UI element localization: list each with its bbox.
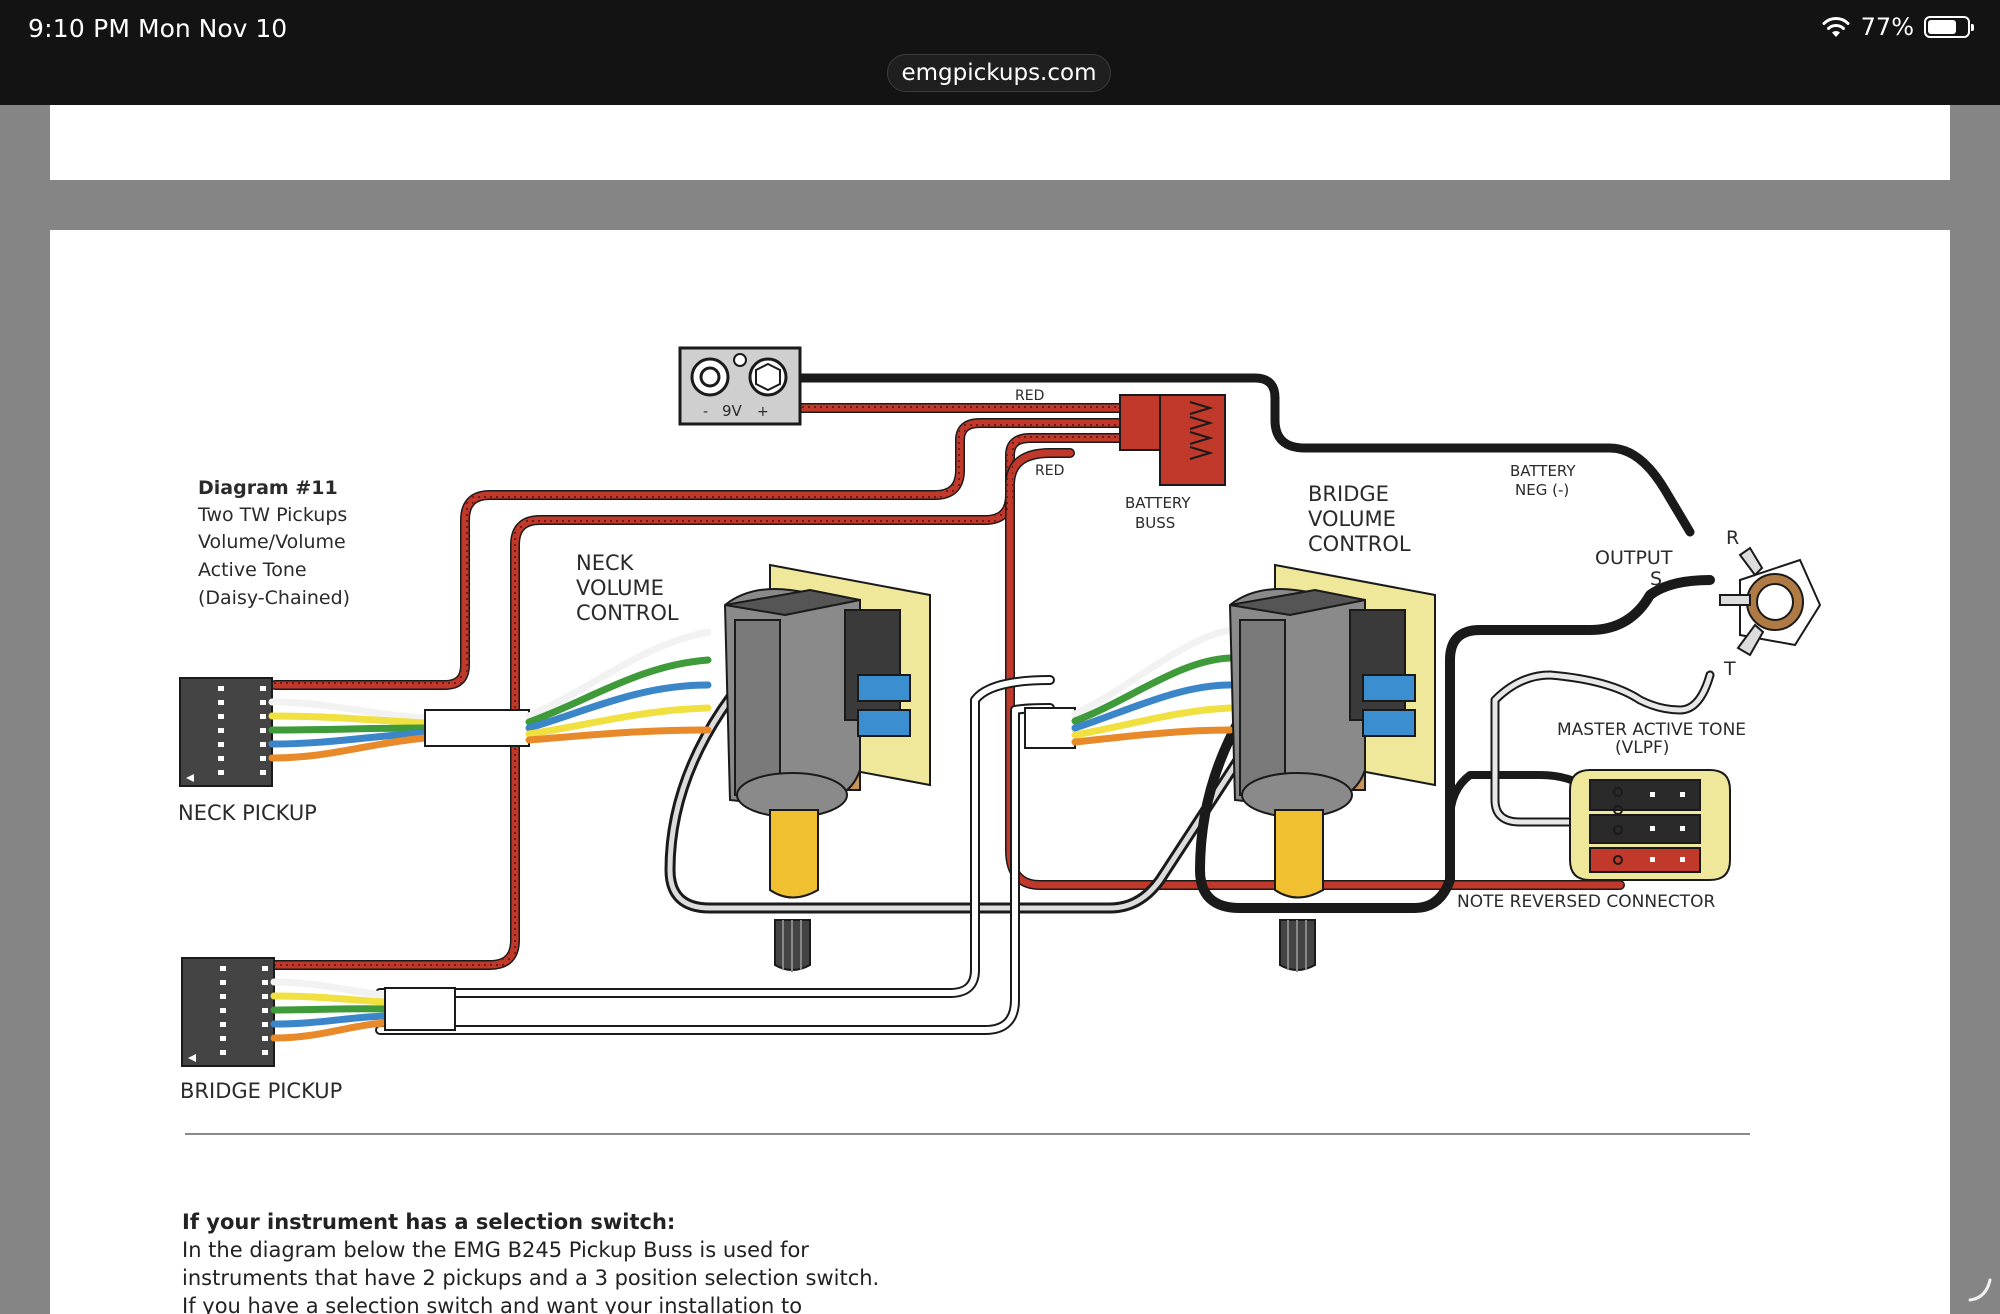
- diagram-desc-3: Active Tone: [198, 559, 307, 581]
- battery-neg-label-1: BATTERY: [1510, 462, 1576, 480]
- selection-switch-line-3: If you have a selection switch and want …: [182, 1294, 803, 1314]
- red-wire-label-bottom: RED: [1035, 463, 1064, 479]
- bridge-volume-wiring: [1024, 626, 1234, 749]
- bridge-volume-label-3: CONTROL: [1308, 532, 1411, 556]
- black-wires: [375, 373, 1715, 1035]
- battery-voltage-label: 9V: [722, 402, 743, 420]
- bridge-volume-pot: [1228, 563, 1436, 972]
- selection-switch-heading: If your instrument has a selection switc…: [182, 1210, 676, 1234]
- battery-plus-label: +: [757, 404, 769, 420]
- battery-level: [1928, 20, 1957, 34]
- master-tone-board: [1569, 769, 1731, 881]
- selection-switch-section: If your instrument has a selection switc…: [182, 1208, 942, 1314]
- neck-pickup-label: NECK PICKUP: [178, 801, 317, 825]
- battery-percent: 77%: [1860, 13, 1914, 41]
- page-card-top: [50, 105, 1950, 180]
- wifi-icon: [1822, 17, 1850, 37]
- diagram-desc-2: Volume/Volume: [198, 531, 346, 553]
- neck-pickup: [179, 628, 712, 787]
- status-right: 77%: [1821, 13, 1974, 41]
- battery-neg-label-2: NEG (-): [1515, 481, 1569, 499]
- neck-volume-pot: [723, 563, 931, 972]
- output-label: OUTPUT: [1595, 547, 1673, 569]
- battery-clip: - 9V +: [678, 346, 802, 426]
- red-wires: [270, 403, 1625, 970]
- bridge-pickup: [181, 957, 456, 1067]
- master-tone-label-1: MASTER ACTIVE TONE: [1557, 720, 1746, 740]
- jack-s-label: S: [1650, 568, 1662, 590]
- neck-volume-label-3: CONTROL: [576, 601, 679, 625]
- battery-buss-label-1: BATTERY: [1125, 494, 1191, 512]
- resize-handle-icon[interactable]: [1966, 1276, 1992, 1302]
- url-bar[interactable]: emgpickups.com: [887, 54, 1111, 92]
- status-time: 9:10 PM: [28, 14, 131, 43]
- jack-t-label: T: [1723, 658, 1736, 680]
- selection-switch-line-2: instruments that have 2 pickups and a 3 …: [182, 1266, 880, 1290]
- master-tone-label-2: (VLPF): [1615, 738, 1669, 758]
- neck-volume-label-1: NECK: [576, 551, 635, 575]
- diagram-labels: Diagram #11 Two TW Pickups Volume/Volume…: [178, 388, 1746, 1103]
- reversed-connector-note: NOTE REVERSED CONNECTOR: [1457, 892, 1715, 912]
- status-date: Mon Nov 10: [138, 14, 288, 43]
- diagram-title: Diagram #11: [198, 477, 338, 499]
- output-jack: [1719, 546, 1822, 657]
- diagram-desc-4: (Daisy-Chained): [198, 587, 350, 609]
- battery-icon: [1924, 16, 1974, 38]
- bridge-volume-label-1: BRIDGE: [1308, 482, 1389, 506]
- wiring-diagram: - 9V +: [178, 346, 1822, 1103]
- jack-r-label: R: [1726, 527, 1739, 549]
- bridge-pickup-label: BRIDGE PICKUP: [180, 1079, 342, 1103]
- red-wire-neck: [270, 418, 1130, 690]
- page-card-main: - 9V +: [50, 230, 1950, 1314]
- status-bar: 9:10 PM Mon Nov 10 77% emgpickups.com: [0, 0, 2000, 105]
- bridge-volume-label-2: VOLUME: [1308, 507, 1396, 531]
- selection-switch-line-1: In the diagram below the EMG B245 Pickup…: [182, 1238, 809, 1262]
- battery-minus-label: -: [703, 404, 708, 420]
- battery-buss-label-2: BUSS: [1135, 514, 1175, 532]
- neck-volume-label-2: VOLUME: [576, 576, 664, 600]
- diagram-desc-1: Two TW Pickups: [197, 504, 347, 526]
- battery-buss: [1119, 394, 1226, 486]
- section-divider: [185, 1133, 1750, 1135]
- red-wire-label-top: RED: [1015, 388, 1044, 404]
